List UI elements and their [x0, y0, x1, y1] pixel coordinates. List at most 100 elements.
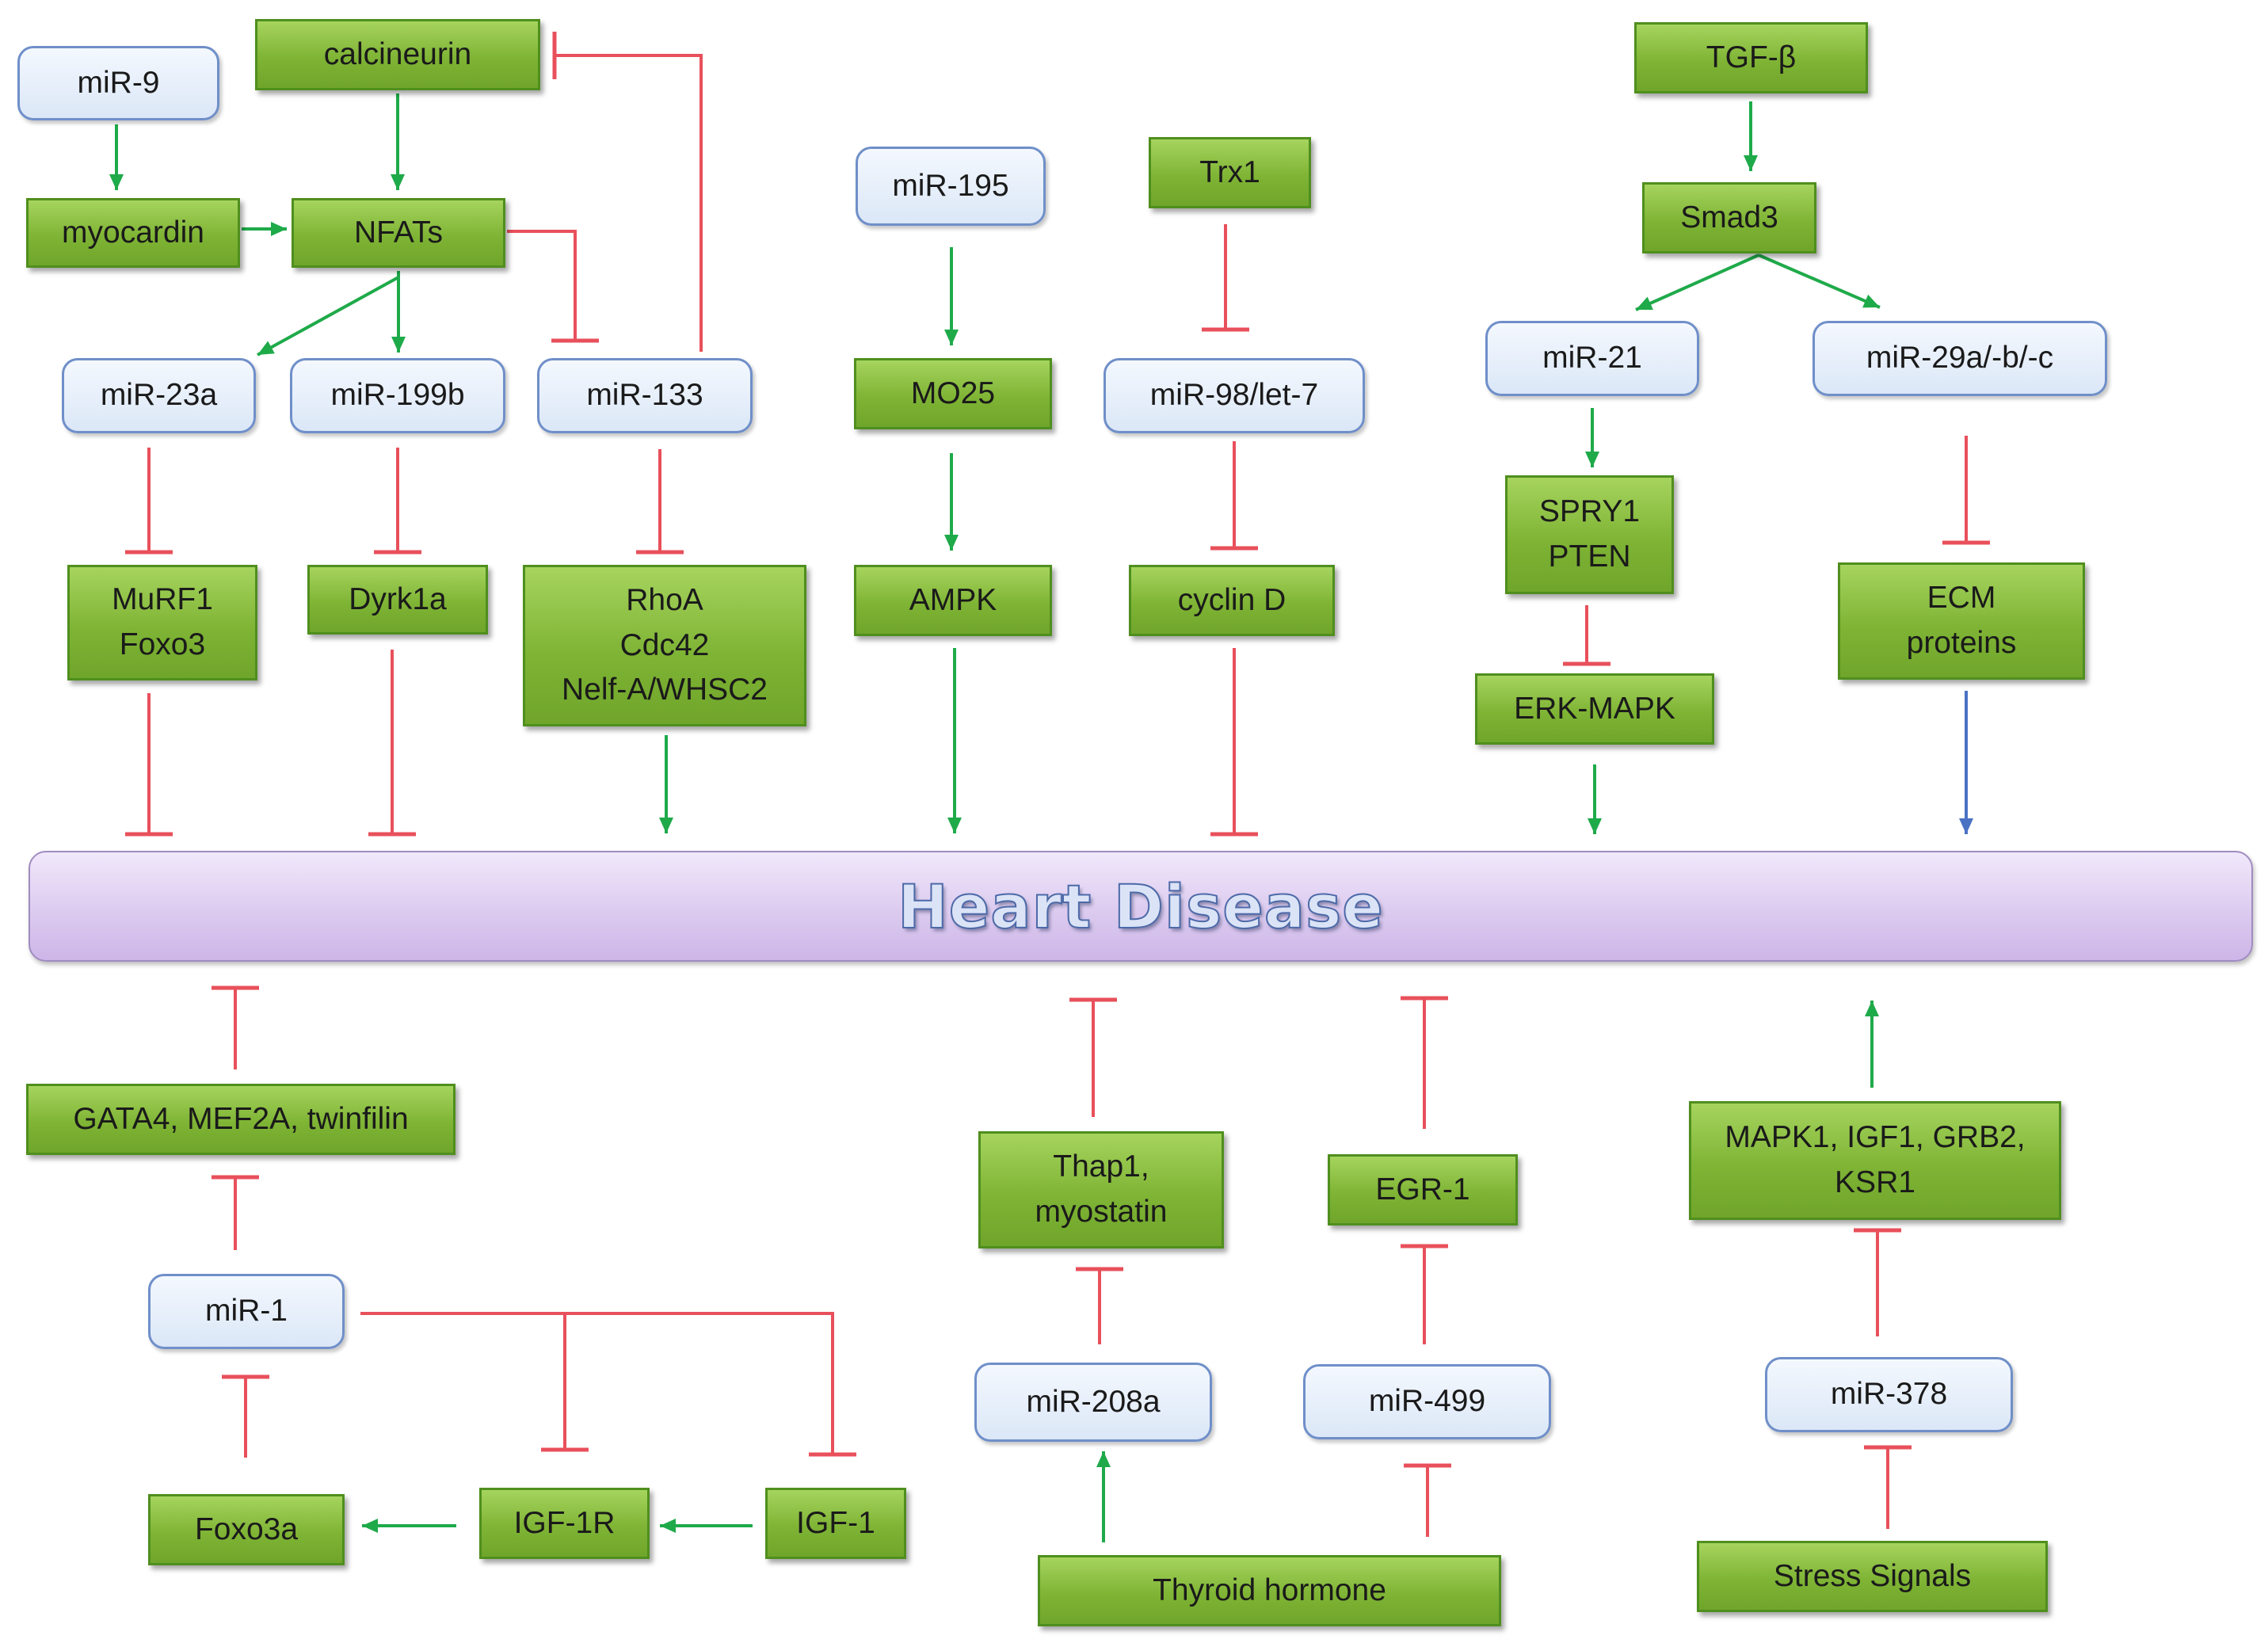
node-mir1-label: miR-1: [205, 1294, 288, 1329]
edge-tgfb-to-smad3-arrowhead: [1744, 155, 1758, 171]
node-spry1-label: SPRY1: [1538, 494, 1641, 529]
edge-ampk-to-heart-disease-arrowhead: [947, 818, 962, 833]
edge-mo25-to-ampk-arrowhead: [944, 535, 959, 551]
edge-myocardin-to-nfats-arrowhead: [271, 222, 287, 236]
node-mapk1-label: MAPK1, IGF1, GRB2,: [1725, 1120, 2026, 1155]
node-stress-label: Stress Signals: [1773, 1558, 1972, 1593]
node-thap1-label: myostatin: [1035, 1195, 1168, 1229]
edge-mir9-to-myocardin-arrowhead: [109, 174, 124, 190]
node-mir133-label: miR-133: [586, 378, 703, 413]
edge-smad3-to-mir21: [1635, 254, 1759, 311]
edge-ecm-to-heart-disease-arrowhead: [1959, 818, 1973, 834]
node-trx1-label: Trx1: [1199, 154, 1260, 189]
edge-smad3-to-mir29: [1758, 254, 1881, 309]
node-mir29-label: miR-29a/-b/-c: [1866, 341, 2054, 375]
node-mir208a: miR-208a: [974, 1363, 1212, 1442]
edge-igf1-to-igf1r-arrowhead: [660, 1519, 676, 1533]
node-myocardin: myocardin: [26, 198, 240, 268]
edge-mir195-to-mo25-arrowhead: [944, 330, 959, 345]
node-dyrk1a: Dyrk1a: [307, 565, 488, 635]
node-egr1-label: EGR-1: [1375, 1172, 1470, 1207]
node-mir98: miR-98/let-7: [1104, 358, 1365, 433]
node-thyroid-label: Thyroid hormone: [1153, 1572, 1386, 1607]
node-mir378-label: miR-378: [1830, 1377, 1948, 1412]
node-nfats: NFATs: [292, 198, 505, 268]
node-mo25: MO25: [854, 358, 1052, 429]
node-spry1-label: PTEN: [1548, 539, 1631, 574]
node-mir378: miR-378: [1765, 1357, 2013, 1432]
edge-nfats-to-mir199b-arrowhead: [391, 337, 406, 353]
node-mir29: miR-29a/-b/-c: [1812, 321, 2107, 396]
node-mapk1: MAPK1, IGF1, GRB2, KSR1: [1689, 1101, 2061, 1220]
node-cyclind-label: cyclin D: [1177, 582, 1286, 617]
edge-igf1r-to-foxo3a-arrowhead: [362, 1519, 378, 1533]
node-tgfb-label: TGF-β: [1706, 40, 1797, 74]
node-mir1: miR-1: [148, 1274, 345, 1349]
node-mir98-label: miR-98/let-7: [1149, 378, 1319, 413]
node-mir195-label: miR-195: [892, 168, 1009, 203]
node-smad3: Smad3: [1642, 182, 1816, 254]
edge-calcineurin-to-nfats-arrowhead: [391, 174, 405, 190]
heart-disease-label: Heart Disease: [897, 871, 1384, 943]
node-mir9-label: miR-9: [77, 65, 160, 100]
edge-rhoa-to-heart-disease-arrowhead: [659, 818, 673, 833]
node-ampk: AMPK: [854, 565, 1052, 636]
node-mir23a-label: miR-23a: [100, 378, 218, 413]
node-ampk-label: AMPK: [909, 582, 997, 617]
node-igf1r: IGF-1R: [479, 1488, 650, 1559]
node-mir133: miR-133: [537, 358, 753, 433]
node-rhoa-label: Cdc42: [619, 627, 710, 662]
node-foxo3a: Foxo3a: [148, 1494, 345, 1565]
node-erk-label: ERK-MAPK: [1514, 691, 1675, 726]
node-igf1r-label: IGF-1R: [513, 1505, 616, 1540]
node-trx1: Trx1: [1149, 137, 1311, 208]
node-erk: ERK-MAPK: [1475, 673, 1714, 745]
node-thap1: Thap1, myostatin: [978, 1131, 1224, 1248]
node-cyclind: cyclin D: [1129, 565, 1335, 636]
node-tgfb: TGF-β: [1634, 22, 1868, 93]
edge-mir21-to-spry1-arrowhead: [1585, 452, 1599, 467]
heart-disease: Heart Disease: [29, 851, 2253, 962]
edge-nfats-to-mir23a: [257, 276, 399, 356]
node-mir199b-label: miR-199b: [330, 378, 465, 413]
node-thap1-label: Thap1,: [1053, 1149, 1149, 1184]
node-mir195: miR-195: [856, 147, 1046, 226]
node-mo25-label: MO25: [910, 375, 996, 410]
edge-mir1-to-igf1: [565, 1312, 834, 1454]
edge-erk-to-heart-disease-arrowhead: [1588, 818, 1602, 834]
node-mapk1-label: KSR1: [1835, 1165, 1915, 1199]
edge-thyroid-to-mir208a-arrowhead: [1096, 1451, 1111, 1467]
node-mir199b: miR-199b: [290, 358, 505, 433]
node-smad3-label: Smad3: [1680, 200, 1778, 234]
edge-nfats-to-mir133: [507, 230, 577, 341]
node-egr1: EGR-1: [1328, 1154, 1518, 1226]
node-gata4: GATA4, MEF2A, twinfilin: [26, 1084, 456, 1155]
node-thyroid: Thyroid hormone: [1038, 1555, 1501, 1626]
node-mir499-label: miR-499: [1368, 1384, 1486, 1419]
node-mir208a-label: miR-208a: [1026, 1384, 1161, 1419]
node-mir21-label: miR-21: [1542, 341, 1642, 375]
node-ecm-label: ECM: [1927, 581, 1996, 616]
edge-mir133-to-calcineurin: [555, 54, 703, 352]
node-mir23a: miR-23a: [62, 358, 256, 433]
node-rhoa-label: RhoA: [626, 583, 703, 618]
node-mir21: miR-21: [1485, 321, 1699, 396]
node-mir9: miR-9: [17, 46, 219, 120]
node-nfats-label: NFATs: [354, 215, 443, 250]
edge-smad3-to-mir21-arrowhead: [1636, 296, 1653, 311]
node-igf1: IGF-1: [765, 1488, 906, 1559]
node-rhoa-label: Nelf-A/WHSC2: [561, 673, 768, 707]
node-dyrk1a-label: Dyrk1a: [349, 581, 447, 616]
node-foxo3a-label: Foxo3a: [194, 1511, 299, 1546]
node-igf1-label: IGF-1: [796, 1505, 875, 1540]
node-gata4-label: GATA4, MEF2A, twinfilin: [73, 1101, 409, 1136]
node-murf1-label: Foxo3: [119, 627, 206, 661]
edge-mir1-to-igf1r: [360, 1312, 566, 1450]
node-calcineurin: calcineurin: [255, 19, 540, 90]
